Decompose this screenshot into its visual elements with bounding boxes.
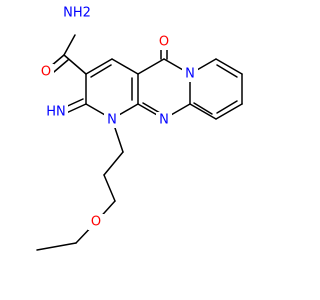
imine-nh-label: HN [46, 105, 66, 120]
bond-c4a-c4 [111, 58, 139, 75]
ketone-oxygen-label: O [159, 35, 169, 50]
bond-ch2-ch2 [103, 151, 124, 176]
bond-c4-c3-double [90, 64, 112, 78]
bond-c-nh2 [63, 34, 76, 56]
bond-c9-c10 [215, 103, 243, 120]
ring-n6-label: N [185, 67, 195, 82]
bond-ch2-ch3 [36, 242, 77, 251]
ring-n1-label: N [107, 113, 117, 128]
bond-c4-c3 [85, 58, 113, 75]
bond-lines [36, 34, 243, 251]
ether-oxygen-label: O [91, 215, 101, 230]
bond-c9-c10-double [216, 100, 238, 114]
bond-c10-c11a [189, 103, 217, 120]
bond-amide-c-ring [63, 54, 87, 75]
bond-c7-c8-double [216, 64, 238, 78]
atom-labels: NH2 O HN N N N O O [38, 4, 198, 230]
bond-c4a-c5 [137, 58, 165, 75]
bond-ch2-ch2b [103, 174, 116, 202]
bond-c7-c8 [215, 58, 243, 75]
amide-oxygen-label: O [41, 65, 51, 80]
chemical-structure-diagram: NH2 O HN N N N O O [36, 4, 243, 251]
bond-n11-c10a-double [142, 102, 161, 114]
bond-c10-c11a-double [193, 102, 213, 115]
amide-nh2-label: NH2 [63, 6, 91, 21]
ring-n11-label: N [159, 113, 169, 128]
